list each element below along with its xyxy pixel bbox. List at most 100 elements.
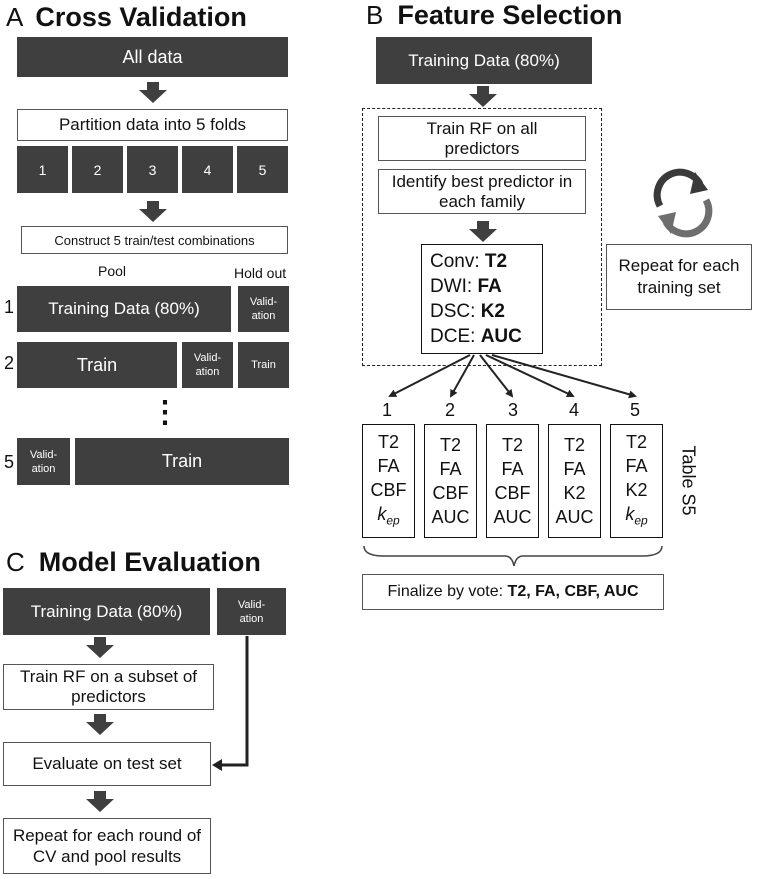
row1-validation-box: Valid-ation <box>238 286 289 332</box>
family-row-dwi: DWI: FA <box>422 274 502 299</box>
set-number-1: 1 <box>382 400 393 420</box>
panel-c-heading: C Model Evaluation <box>6 545 261 579</box>
brace-under-sets <box>363 545 663 567</box>
down-arrow-icon <box>139 201 167 222</box>
feature: T2 <box>625 431 647 452</box>
feature: CBF <box>494 483 531 503</box>
feature: T2 <box>377 431 399 452</box>
feature: CBF <box>370 479 407 500</box>
set-number-2: 2 <box>445 400 456 420</box>
feature-kep: kep <box>377 502 399 533</box>
fs-dashed-frame <box>362 108 602 366</box>
family-best: T2 <box>484 251 508 272</box>
fan-out-arrows <box>388 354 637 399</box>
fold-box-2: 2 <box>72 146 123 193</box>
fold-box-4: 4 <box>182 146 233 193</box>
family-best: FA <box>477 276 502 297</box>
panel-b-letter: B <box>366 0 384 30</box>
panel-c-title: Model Evaluation <box>38 546 261 577</box>
feature: T2 <box>501 435 523 455</box>
row2-validation-box: Valid-ation <box>182 342 233 388</box>
set-box-1: T2 FA CBF kep <box>362 424 415 538</box>
me-validation-box: Valid-ation <box>217 588 286 635</box>
row-number-2: 2 <box>4 353 15 373</box>
identify-best-box: Identify best predictor in each family <box>378 169 586 214</box>
fs-training-data-box: Training Data (80%) <box>376 37 592 84</box>
set-box-3: T2 FA CBF AUC <box>486 424 539 538</box>
validation-connector <box>212 636 249 771</box>
me-training-data-box: Training Data (80%) <box>3 588 210 635</box>
row-number-1: 1 <box>4 297 15 317</box>
finalize-prefix: Finalize by vote: <box>387 583 508 600</box>
train-rf-all-box: Train RF on all predictors <box>378 116 586 161</box>
panel-a-heading: A Cross Validation <box>6 0 247 34</box>
feature: K2 <box>563 483 586 503</box>
row2-train-box: Train <box>17 342 177 388</box>
repeat-round-box: Repeat for each round of CV and pool res… <box>3 818 211 874</box>
row1-training-box: Training Data (80%) <box>17 286 231 332</box>
set-number-3: 3 <box>508 400 519 420</box>
family-best: K2 <box>480 301 505 322</box>
feature: AUC <box>431 507 470 527</box>
down-arrow-icon <box>86 637 114 658</box>
feature: K2 <box>625 479 648 500</box>
family-label: DSC: <box>430 301 481 322</box>
down-arrow-icon <box>86 791 114 812</box>
kep-sub: ep <box>386 513 400 528</box>
partition-box: Partition data into 5 folds <box>17 109 288 141</box>
panel-b-title: Feature Selection <box>397 0 623 30</box>
train-rf-subset-box: Train RF on a subset of predictors <box>3 664 214 710</box>
family-label: Conv: <box>430 251 485 272</box>
set-box-4: T2 FA K2 AUC <box>548 424 601 538</box>
row5-train-box: Train <box>75 438 289 485</box>
family-label: DCE: <box>430 326 481 347</box>
family-row-conv: Conv: T2 <box>422 249 507 274</box>
feature: CBF <box>432 483 469 503</box>
down-arrow-icon <box>469 221 497 242</box>
kep-sub: ep <box>634 513 648 528</box>
family-best-box: Conv: T2 DWI: FA DSC: K2 DCE: AUC <box>421 244 543 354</box>
finalize-selected: T2, FA, CBF, AUC <box>507 583 639 600</box>
set-box-5: T2 FA K2 kep <box>610 424 663 538</box>
panel-c-letter: C <box>6 546 25 577</box>
fold-box-1: 1 <box>17 146 68 193</box>
feature: AUC <box>555 507 594 527</box>
feature-kep: kep <box>625 502 647 533</box>
feature: FA <box>439 459 462 479</box>
row-number-5: 5 <box>4 452 15 472</box>
panel-a-letter: A <box>6 1 24 32</box>
feature: T2 <box>439 435 461 455</box>
repeat-training-set-box: Repeat for each training set <box>606 244 752 310</box>
panel-a-title: Cross Validation <box>35 1 247 32</box>
feature: FA <box>563 459 586 479</box>
all-data-box: All data <box>17 37 288 77</box>
finalize-vote-box: Finalize by vote: T2, FA, CBF, AUC <box>362 574 664 610</box>
down-arrow-icon <box>139 82 167 103</box>
construct-box: Construct 5 train/test combinations <box>21 226 288 254</box>
feature: AUC <box>493 507 532 527</box>
feature: FA <box>501 459 524 479</box>
pool-label: Pool <box>98 263 127 279</box>
set-box-2: T2 FA CBF AUC <box>424 424 477 538</box>
row2-train-small-box: Train <box>238 342 289 388</box>
fold-box-3: 3 <box>127 146 178 193</box>
down-arrow-icon <box>86 714 114 735</box>
set-number-5: 5 <box>630 400 641 420</box>
row5-validation-box: Valid-ation <box>17 438 70 485</box>
refresh-cycle-icon <box>653 168 713 238</box>
family-row-dsc: DSC: K2 <box>422 299 505 324</box>
family-label: DWI: <box>430 276 478 297</box>
feature: FA <box>625 455 648 476</box>
kep-k: k <box>377 503 387 524</box>
down-arrow-icon <box>469 86 497 107</box>
kep-k: k <box>625 503 635 524</box>
evaluate-test-box: Evaluate on test set <box>3 742 211 786</box>
family-row-dce: DCE: AUC <box>422 324 522 349</box>
set-number-4: 4 <box>569 400 580 420</box>
fold-box-5: 5 <box>237 146 288 193</box>
hold-out-label: Hold out <box>234 265 287 281</box>
panel-b-heading: B Feature Selection <box>366 0 622 30</box>
feature: FA <box>377 455 400 476</box>
ellipsis-vertical: ⋮ <box>150 396 180 429</box>
